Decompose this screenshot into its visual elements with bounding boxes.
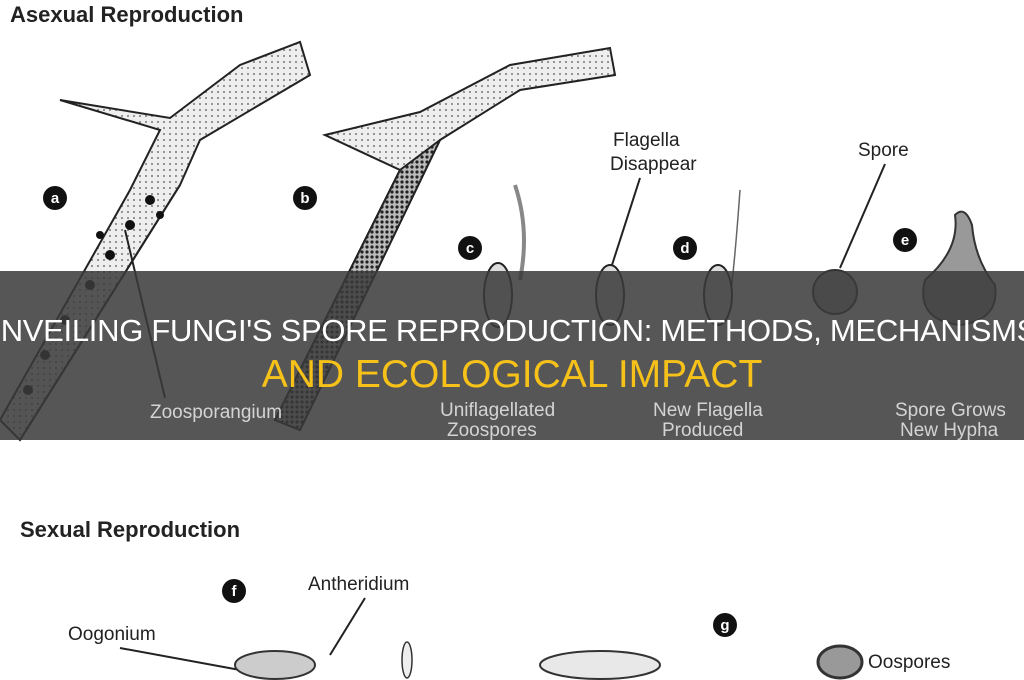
sexual-heading: Sexual Reproduction <box>20 517 240 542</box>
badge-b-text: b <box>300 190 309 207</box>
badge-c <box>458 236 482 260</box>
badge-d-text: d <box>680 240 689 257</box>
badge-b <box>293 186 317 210</box>
oogonium <box>234 650 316 680</box>
label-flagella: Flagella <box>613 130 680 151</box>
label-oogonium: Oogonium <box>68 624 156 645</box>
flagella-pointer <box>611 177 641 266</box>
badge-g-text: g <box>720 617 729 634</box>
badge-f-text: f <box>232 583 238 600</box>
badge-d <box>673 236 697 260</box>
badge-a-text: a <box>51 190 60 207</box>
badge-f <box>222 579 246 603</box>
antheridium-pointer <box>329 597 366 656</box>
badge-a <box>43 186 67 210</box>
oogonium-pointer <box>119 647 241 671</box>
badge-e <box>893 228 917 252</box>
title-banner: UNVEILING FUNGI'S SPORE REPRODUCTION: ME… <box>0 271 1024 440</box>
label-antheridium: Antheridium <box>308 574 409 595</box>
label-disappear: Disappear <box>610 154 697 175</box>
oogonium-g <box>539 650 661 680</box>
badge-c-text: c <box>466 240 474 257</box>
badge-e-text: e <box>901 232 909 249</box>
label-oospores: Oospores <box>868 652 950 673</box>
asexual-heading: Asexual Reproduction <box>10 2 243 27</box>
antheridium <box>401 641 413 679</box>
label-spore: Spore <box>858 140 909 161</box>
title-line-1: UNVEILING FUNGI'S SPORE REPRODUCTION: ME… <box>0 313 1024 348</box>
title-line-2: AND ECOLOGICAL IMPACT <box>261 353 763 396</box>
badge-g <box>713 613 737 637</box>
spore-pointer <box>839 163 886 269</box>
oospore <box>816 644 864 680</box>
